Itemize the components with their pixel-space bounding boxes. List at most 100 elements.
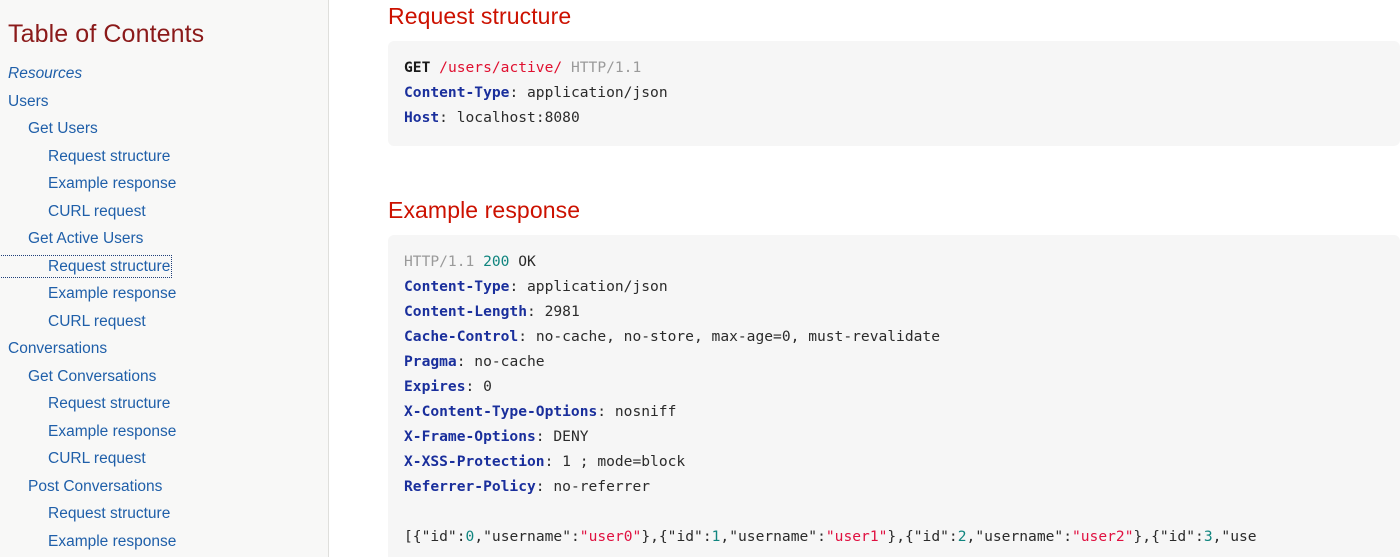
response-json-body: [{"id":0,"username":"user0"},{"id":1,"us… <box>404 528 1257 545</box>
toc-link-request-structure[interactable]: Request structure <box>48 395 171 412</box>
toc-link-request-structure[interactable]: Request structure <box>48 147 171 165</box>
header-name: Content-Type <box>404 277 510 295</box>
header-name: X-XSS-Protection <box>404 452 545 470</box>
toc-item: Example response <box>0 280 328 308</box>
json-token: "id" <box>1159 527 1196 545</box>
header-line: Host: localhost:8080 <box>404 109 580 126</box>
header-line: Content-Type: application/json <box>404 84 668 101</box>
header-line: Expires: 0 <box>404 378 492 395</box>
header-name: Pragma <box>404 352 457 370</box>
header-colon: : <box>509 277 519 295</box>
header-colon: : <box>456 352 466 370</box>
example-response-heading: Example response <box>388 196 581 223</box>
toc-link-get-conversations[interactable]: Get Conversations <box>28 367 157 385</box>
toc-item: Post Conversations <box>0 473 328 501</box>
toc-item: Get Conversations <box>0 363 328 391</box>
toc-item: Users <box>0 88 328 116</box>
toc-item: CURL request <box>0 308 328 336</box>
header-line: X-Frame-Options: DENY <box>404 428 589 445</box>
response-protocol: HTTP/1.1 <box>404 252 475 270</box>
toc-link-example-response[interactable]: Example response <box>48 422 177 440</box>
toc-item: Example response <box>0 528 328 556</box>
header-value: DENY <box>544 427 589 445</box>
toc-link-example-response[interactable]: Example response <box>48 285 177 302</box>
http-method: GET <box>404 59 431 76</box>
json-token: : <box>1195 527 1204 545</box>
request-line: GET /users/active/ HTTP/1.1 <box>404 59 641 76</box>
toc-item: Request structure <box>0 143 328 171</box>
toc-link-resources[interactable]: Resources <box>8 65 83 82</box>
json-token: : <box>1063 527 1072 545</box>
header-value: nosniff <box>606 402 677 420</box>
json-token: : <box>817 527 826 545</box>
toc-link-example-response[interactable]: Example response <box>48 532 177 550</box>
json-token: : <box>456 527 466 545</box>
toc-link-curl-request[interactable]: CURL request <box>48 312 146 330</box>
toc-link-conversations[interactable]: Conversations <box>8 340 108 357</box>
json-token: },{ <box>1133 527 1160 545</box>
header-line: X-Content-Type-Options: nosniff <box>404 403 676 420</box>
request-headers: Content-Type: application/json Host: loc… <box>404 84 668 126</box>
toc-link-curl-request[interactable]: CURL request <box>48 450 146 467</box>
json-token: "use <box>1221 527 1257 545</box>
header-value: 0 <box>474 377 492 395</box>
json-token: [{ <box>404 527 422 545</box>
main-content: Request structure GET /users/active/ HTT… <box>329 0 1400 557</box>
header-name: Content-Length <box>404 302 528 320</box>
header-colon: : <box>544 452 554 470</box>
toc-link-curl-request[interactable]: CURL request <box>48 202 146 220</box>
toc-link-post-conversations[interactable]: Post Conversations <box>28 477 163 495</box>
json-token: "user2" <box>1071 527 1134 545</box>
toc-link-example-response[interactable]: Example response <box>48 175 177 192</box>
toc-link-get-active-users[interactable]: Get Active Users <box>28 230 144 247</box>
header-name: X-Content-Type-Options <box>404 402 598 420</box>
toc-item: Resources <box>0 60 328 88</box>
header-line: Pragma: no-cache <box>404 353 545 370</box>
header-line: X-XSS-Protection: 1 ; mode=block <box>404 453 685 470</box>
request-structure-heading: Request structure <box>388 3 572 29</box>
json-token: 2 <box>957 527 967 545</box>
request-code-block: GET /users/active/ HTTP/1.1 Content-Type… <box>388 41 1400 146</box>
json-token: },{ <box>887 527 914 545</box>
status-line: HTTP/1.1 200 OK <box>404 253 536 270</box>
toc-item: CURL request <box>0 445 328 473</box>
json-token: "id" <box>913 527 949 545</box>
toc-item: Get Active Users <box>0 225 328 253</box>
header-name: X-Frame-Options <box>404 427 536 445</box>
header-colon: : <box>597 402 607 420</box>
header-value: localhost:8080 <box>447 109 580 126</box>
json-token: 1 <box>711 527 721 545</box>
toc-link-request-structure[interactable]: Request structure <box>0 254 173 278</box>
header-colon: : <box>509 84 519 101</box>
header-name: Host <box>404 109 440 126</box>
response-code-block: HTTP/1.1 200 OK Content-Type: applicatio… <box>388 234 1400 557</box>
header-name: Content-Type <box>404 84 510 101</box>
status-code: 200 <box>483 252 510 270</box>
header-value: no-referrer <box>544 477 651 495</box>
header-line: Content-Length: 2981 <box>404 303 580 320</box>
http-protocol: HTTP/1.1 <box>570 59 642 76</box>
response-headers: Content-Type: application/json Content-L… <box>404 278 940 495</box>
json-token: "username" <box>483 527 571 545</box>
header-colon: : <box>439 109 448 126</box>
header-value: application/json <box>518 84 668 101</box>
header-value: no-cache <box>465 352 545 370</box>
header-value: application/json <box>518 277 668 295</box>
toc-link-request-structure[interactable]: Request structure <box>48 505 171 522</box>
body-separator <box>404 499 1384 524</box>
json-token: 0 <box>465 527 475 545</box>
header-colon: : <box>535 477 545 495</box>
json-token: , <box>966 527 976 545</box>
header-name: Cache-Control <box>404 327 519 345</box>
toc-link-users[interactable]: Users <box>8 92 49 110</box>
toc-item: Example response <box>0 418 328 446</box>
toc-item: Get Users <box>0 115 328 143</box>
json-token: : <box>948 527 958 545</box>
header-colon: : <box>535 427 545 445</box>
json-token: "user0" <box>579 527 642 545</box>
toc-link-get-users[interactable]: Get Users <box>28 120 98 137</box>
header-name: Referrer-Policy <box>404 477 536 495</box>
header-value: 1 ; mode=block <box>553 452 686 470</box>
